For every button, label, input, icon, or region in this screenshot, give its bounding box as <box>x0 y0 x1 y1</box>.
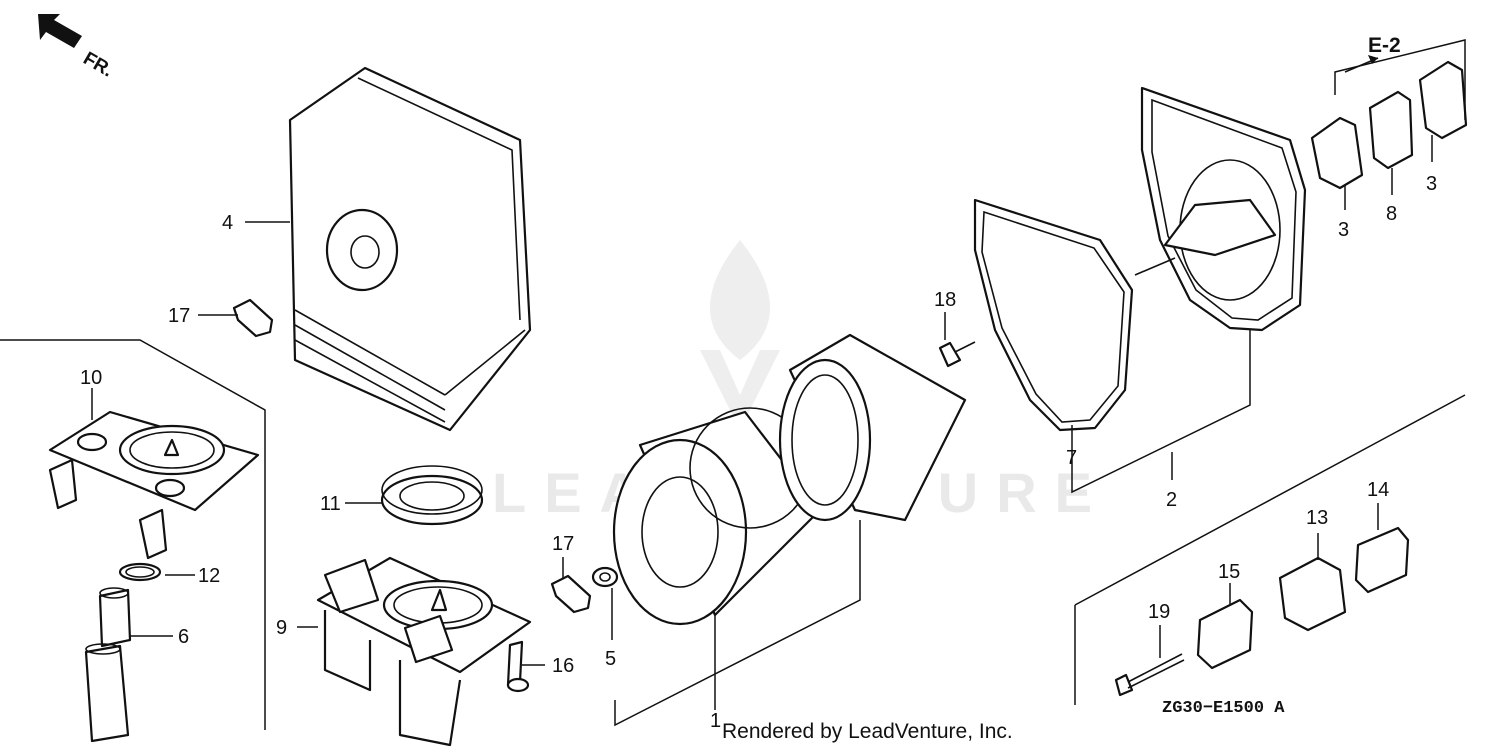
callout-3-left: 3 <box>1338 219 1349 241</box>
callout-6: 6 <box>178 626 189 648</box>
part-3-gasket-right <box>1418 60 1468 140</box>
section-e2-bracket <box>1334 39 1466 120</box>
callout-19: 19 <box>1148 601 1170 623</box>
part-19-bolt <box>1114 653 1185 697</box>
callout-7: 7 <box>1066 447 1077 469</box>
leader-lines <box>91 135 1433 727</box>
front-direction-label: FR. <box>80 48 117 81</box>
part-17-clip-upper <box>232 298 274 338</box>
callout-10: 10 <box>80 367 102 389</box>
part-16-screw <box>506 640 530 693</box>
part-11-grommet <box>380 465 484 526</box>
part-10-base-plate <box>48 410 260 560</box>
part-3-gasket-left <box>1310 116 1364 190</box>
part-18-bolt <box>938 341 976 368</box>
left-group-frame <box>0 339 266 730</box>
part-15-gasket <box>1196 598 1254 670</box>
callout-18: 18 <box>934 289 956 311</box>
callout-16: 16 <box>552 655 574 677</box>
render-credit: Rendered by LeadVenture, Inc. <box>722 720 1013 743</box>
part-17-clip-lower <box>550 574 592 614</box>
part-1-foam-sleeve <box>778 333 967 522</box>
callout-4: 4 <box>222 212 233 234</box>
callout-9: 9 <box>276 617 287 639</box>
part-4-cover <box>288 66 532 432</box>
part-8-spacer <box>1368 90 1414 170</box>
callout-12: 12 <box>198 565 220 587</box>
callouts: 4 17 10 11 12 6 9 16 17 5 1 18 7 2 3 8 3… <box>80 173 1437 732</box>
callout-2: 2 <box>1166 489 1177 511</box>
callout-8: 8 <box>1386 203 1397 225</box>
part-14-gasket <box>1354 526 1410 594</box>
diagram-code: ZG30−E1500 A <box>1162 699 1285 718</box>
section-ref-label: E-2 <box>1368 34 1401 57</box>
callout-11: 11 <box>320 493 341 515</box>
callout-5: 5 <box>605 648 616 670</box>
callout-17-upper: 17 <box>168 305 190 327</box>
lower-right-divider <box>1074 394 1466 606</box>
part-13-block <box>1278 556 1347 632</box>
part-2-back-plate <box>1134 86 1307 332</box>
callout-13: 13 <box>1306 507 1328 529</box>
callout-14: 14 <box>1367 479 1389 501</box>
callout-1: 1 <box>710 710 721 732</box>
callout-3-right: 3 <box>1426 173 1437 195</box>
part-9-case <box>316 556 532 747</box>
part-12-clamp <box>118 562 162 582</box>
callout-15: 15 <box>1218 561 1240 583</box>
callout-17-lower: 17 <box>552 533 574 555</box>
part-7-gasket <box>973 198 1134 432</box>
part-5-washer <box>591 566 619 588</box>
part-1-filter-element <box>612 407 822 626</box>
part-6-tube <box>84 587 132 743</box>
front-direction-arrow: FR. <box>38 14 117 82</box>
